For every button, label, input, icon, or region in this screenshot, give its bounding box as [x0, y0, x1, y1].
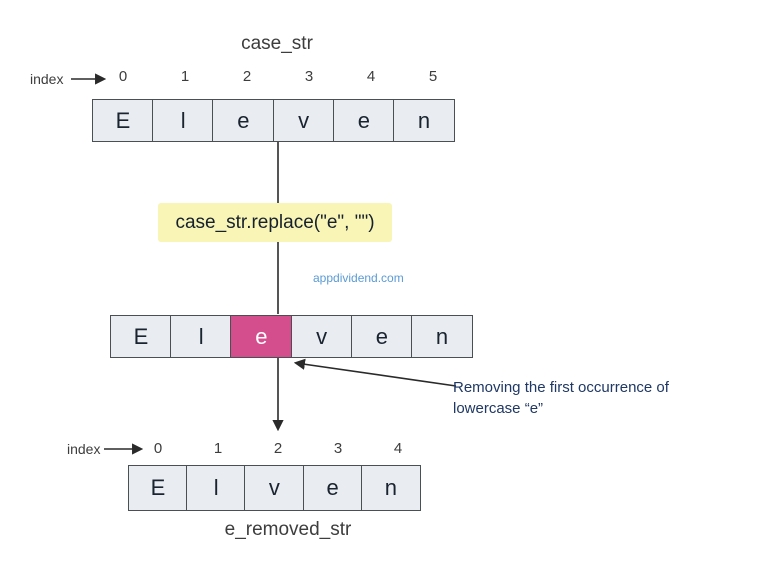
string-cell: e [332, 99, 395, 142]
string-cell: n [360, 465, 421, 511]
label-e-removed-str: e_removed_str [224, 519, 352, 540]
index-number: 1 [180, 68, 190, 85]
replace-code-label: case_str.replace("e", "") [175, 211, 375, 233]
string-cell: E [128, 465, 188, 511]
annotation-line-1: Removing the first occurrence of [453, 379, 669, 396]
watermark-text: appdividend.com [313, 271, 404, 285]
string-cell: e [350, 315, 413, 358]
index-number: 3 [333, 440, 343, 457]
index-number: 5 [428, 68, 438, 85]
string-cell: e [212, 99, 275, 142]
replace-code-box: case_str.replace("e", "") [158, 203, 392, 242]
index-number: 4 [393, 440, 403, 457]
index-number: 1 [213, 440, 223, 457]
index-number: 2 [242, 68, 252, 85]
string-cell-highlighted: e [230, 315, 293, 358]
index-number: 0 [153, 440, 163, 457]
index-number: 2 [273, 440, 283, 457]
string-cell: n [393, 99, 456, 142]
index-number: 0 [118, 68, 128, 85]
string-cell: v [290, 315, 353, 358]
index-label-bottom: index [67, 441, 101, 457]
title-case-str: case_str [241, 33, 313, 54]
string-cell: n [411, 315, 474, 358]
index-number: 4 [366, 68, 376, 85]
string-cell: v [272, 99, 335, 142]
string-cell: E [92, 99, 154, 142]
annotation-text: Removing the first occurrence of lowerca… [453, 377, 753, 419]
string-cell: E [110, 315, 172, 358]
annotation-line-2: lowercase “e” [453, 400, 544, 417]
string-cell: l [186, 465, 247, 511]
index-numbers-top: 0 1 2 3 4 5 [92, 68, 464, 85]
index-number: 3 [304, 68, 314, 85]
string-cell: e [302, 465, 363, 511]
annotation-arrow [293, 358, 457, 387]
string-cell: l [152, 99, 215, 142]
string-cell: v [244, 465, 305, 511]
index-label-top: index [30, 71, 64, 87]
index-numbers-bottom: 0 1 2 3 4 [128, 440, 428, 457]
string-cell: l [170, 315, 233, 358]
